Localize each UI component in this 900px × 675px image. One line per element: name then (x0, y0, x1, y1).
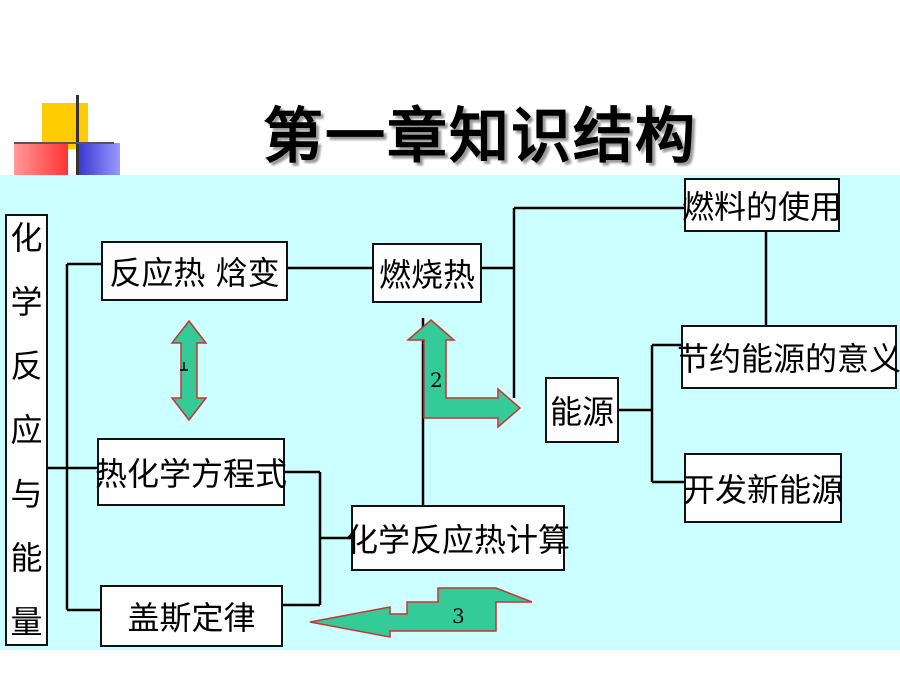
arrow-2-label: 2 (430, 368, 443, 392)
node-fuel-use: 燃料的使用 (682, 178, 842, 232)
node-energy: 能源 (545, 377, 619, 443)
sidebar-title-box: 化 学 反 应 与 能 量 (5, 214, 48, 646)
node-new-energy: 开发新能源 (683, 453, 843, 523)
node-heat-calculation: 化学反应热计算 (346, 505, 570, 571)
sidebar-char: 反 (10, 347, 43, 385)
sidebar-char: 能 (10, 539, 43, 577)
page-title: 第一章知识结构 (263, 102, 697, 172)
i-beam-mark (180, 362, 188, 371)
sidebar-char: 学 (10, 283, 43, 321)
bent-arrow-2-icon (405, 319, 522, 429)
deco-yellow-square (42, 103, 88, 149)
node-energy-saving: 节约能源的意义 (677, 325, 900, 389)
node-combustion-heat: 燃烧热 (372, 243, 482, 303)
double-arrow-icon (170, 319, 208, 422)
deco-red-square (14, 143, 68, 175)
node-thermo-equation: 热化学方程式 (95, 438, 287, 506)
sidebar-char: 化 (10, 219, 43, 257)
sidebar-char: 量 (10, 603, 43, 641)
sidebar-char: 应 (10, 411, 43, 449)
deco-blue-square (76, 143, 120, 175)
node-reaction-heat: 反应热 焓变 (101, 241, 288, 301)
node-hess-law: 盖斯定律 (100, 585, 283, 647)
deco-vertical-line (76, 95, 79, 177)
deco-horizontal-line (14, 142, 114, 144)
bent-arrow-3-icon (309, 587, 533, 638)
sidebar-char: 与 (10, 475, 43, 513)
arrow-3-label: 3 (452, 604, 465, 628)
